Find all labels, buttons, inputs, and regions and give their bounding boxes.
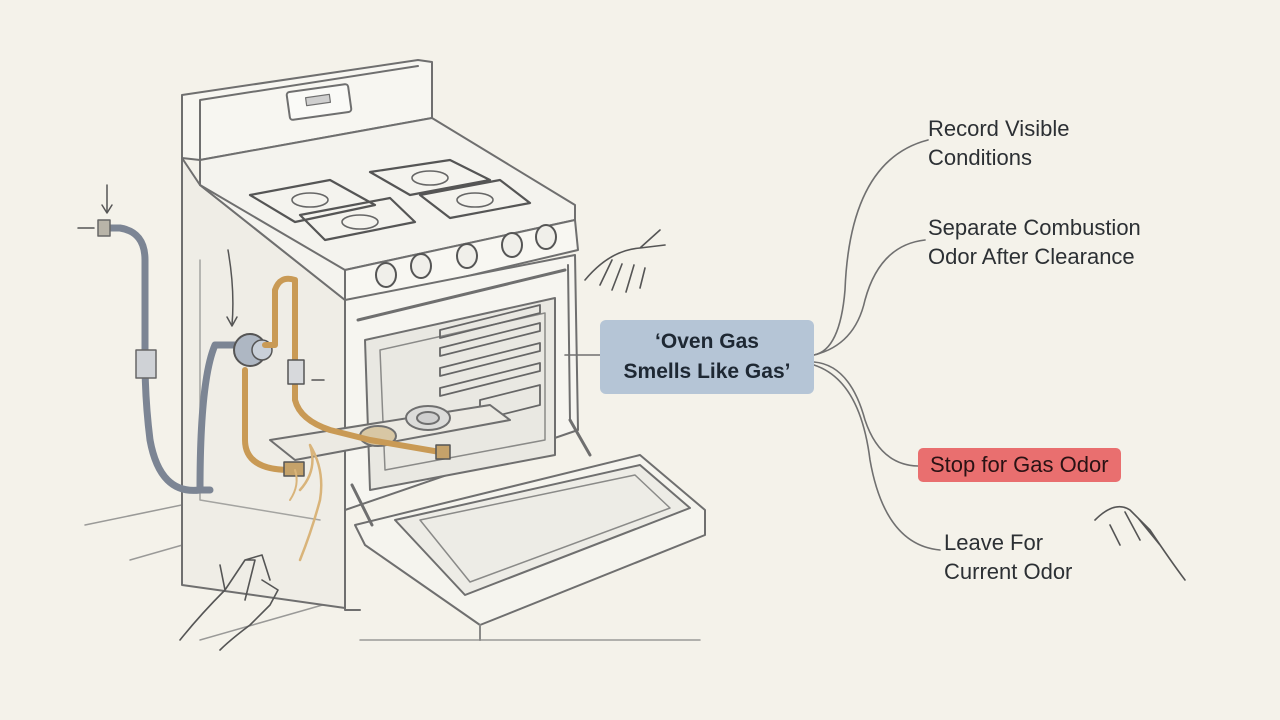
branch-separate-combustion-odor: Separate Combustion Odor After Clearance — [928, 213, 1141, 271]
branch-label-line: Separate Combustion — [928, 215, 1141, 240]
branch-label-line: Record Visible — [928, 116, 1070, 141]
branch-label-line: Odor After Clearance — [928, 244, 1135, 269]
arrow-icon — [77, 184, 325, 381]
stove-icon — [181, 59, 706, 641]
central-question-node: ‘Oven Gas Smells Like Gas’ — [600, 320, 814, 394]
branch-connectors — [564, 139, 941, 551]
branch-stop-for-gas-odor: Stop for Gas Odor — [918, 448, 1121, 482]
hand-icon — [179, 229, 1186, 651]
gas-line — [97, 219, 451, 562]
branch-record-visible-conditions: Record Visible Conditions — [928, 114, 1069, 172]
central-question-line-2: Smells Like Gas’ — [623, 360, 791, 383]
branch-label-line: Leave For — [944, 530, 1044, 555]
branch-label-line: Current Odor — [944, 559, 1073, 584]
central-question-line-1: ‘Oven Gas — [655, 330, 759, 353]
branch-label-line: Stop for Gas Odor — [930, 452, 1109, 477]
branch-leave-for-current-odor: Leave For Current Odor — [944, 528, 1072, 586]
branch-label-line: Conditions — [928, 145, 1032, 170]
